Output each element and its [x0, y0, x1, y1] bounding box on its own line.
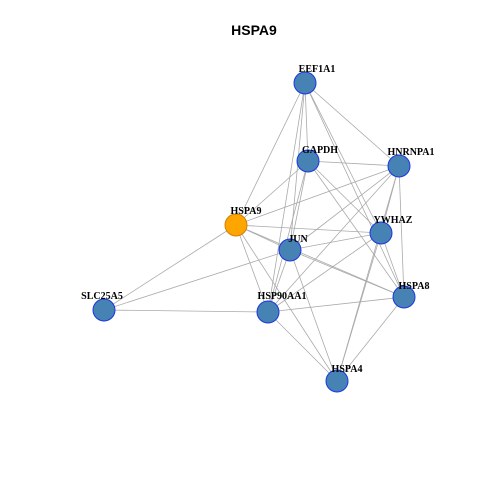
node-label-gapdh: GAPDH — [302, 145, 338, 156]
node-label-ywhaz: YWHAZ — [374, 215, 413, 226]
edge-hspa9-hsp90aa1 — [235, 224, 269, 313]
node-label-slc25a5: SLC25A5 — [81, 291, 123, 302]
edge-eef1a1-hspa8 — [304, 82, 405, 298]
edge-hnrnpa1-hsp90aa1 — [267, 165, 400, 313]
edge-hsp90aa1-hspa4 — [267, 311, 338, 382]
node-label-eef1a1: EEF1A1 — [299, 64, 336, 75]
edge-eef1a1-ywhaz — [304, 82, 382, 234]
node-circle-hspa9 — [224, 213, 248, 237]
edge-ywhaz-hspa4 — [336, 232, 382, 382]
edge-ywhaz-hsp90aa1 — [267, 232, 382, 313]
node-hspa9: HSPA9 — [224, 206, 262, 237]
edge-slc25a5-hsp90aa1 — [103, 309, 269, 313]
node-hnrnpa1: HNRNPA1 — [387, 147, 435, 178]
edge-eef1a1-hnrnpa1 — [304, 82, 400, 167]
edge-hspa9-hspa8 — [235, 224, 405, 298]
node-ywhaz: YWHAZ — [369, 215, 413, 245]
node-label-hspa4: HSPA4 — [332, 364, 363, 375]
edge-hnrnpa1-hspa8 — [398, 165, 405, 298]
edge-layer — [103, 82, 405, 382]
edge-hspa9-slc25a5 — [103, 224, 237, 311]
edge-slc25a5-jun — [103, 249, 291, 311]
node-circle-hspa4 — [325, 369, 349, 393]
node-label-hsp90aa1: HSP90AA1 — [258, 291, 307, 302]
node-hspa8: HSPA8 — [392, 281, 430, 309]
edge-hspa8-hspa4 — [336, 296, 405, 382]
node-circle-eef1a1 — [293, 71, 317, 95]
node-hsp90aa1: HSP90AA1 — [256, 291, 307, 324]
edge-gapdh-hsp90aa1 — [267, 160, 309, 313]
edge-eef1a1-jun — [289, 82, 306, 251]
node-circle-ywhaz — [369, 221, 393, 245]
edge-hnrnpa1-hspa9 — [235, 165, 400, 226]
edge-jun-hspa8 — [289, 249, 405, 298]
node-circle-hnrnpa1 — [387, 154, 411, 178]
node-gapdh: GAPDH — [296, 145, 338, 173]
edge-gapdh-hspa8 — [307, 160, 405, 298]
edge-gapdh-jun — [289, 160, 309, 251]
edge-eef1a1-gapdh — [304, 82, 309, 162]
node-circle-slc25a5 — [92, 298, 116, 322]
node-label-hspa8: HSPA8 — [399, 281, 430, 292]
edge-gapdh-hnrnpa1 — [307, 160, 400, 167]
node-circle-gapdh — [296, 149, 320, 173]
node-label-jun: JUN — [288, 234, 308, 245]
edge-hspa9-hspa4 — [235, 224, 338, 382]
edge-jun-hspa4 — [289, 249, 338, 382]
node-label-hspa9: HSPA9 — [231, 206, 262, 217]
node-label-hnrnpa1: HNRNPA1 — [387, 147, 434, 158]
node-circle-hspa8 — [392, 285, 416, 309]
edge-hsp90aa1-hspa8 — [267, 296, 405, 313]
node-jun: JUN — [278, 234, 308, 262]
edge-eef1a1-hsp90aa1 — [267, 82, 306, 313]
edge-hspa9-ywhaz — [235, 224, 382, 234]
edge-gapdh-ywhaz — [307, 160, 382, 234]
edge-ywhaz-jun — [289, 232, 382, 251]
node-slc25a5: SLC25A5 — [81, 291, 123, 322]
node-eef1a1: EEF1A1 — [293, 64, 336, 95]
edge-gapdh-hspa9 — [235, 160, 309, 226]
node-circle-jun — [278, 238, 302, 262]
edge-hnrnpa1-jun — [289, 165, 400, 251]
node-hspa4: HSPA4 — [325, 364, 363, 393]
diagram-title: HSPA9 — [231, 22, 277, 38]
edge-eef1a1-hspa9 — [235, 82, 306, 226]
node-circle-hsp90aa1 — [256, 300, 280, 324]
